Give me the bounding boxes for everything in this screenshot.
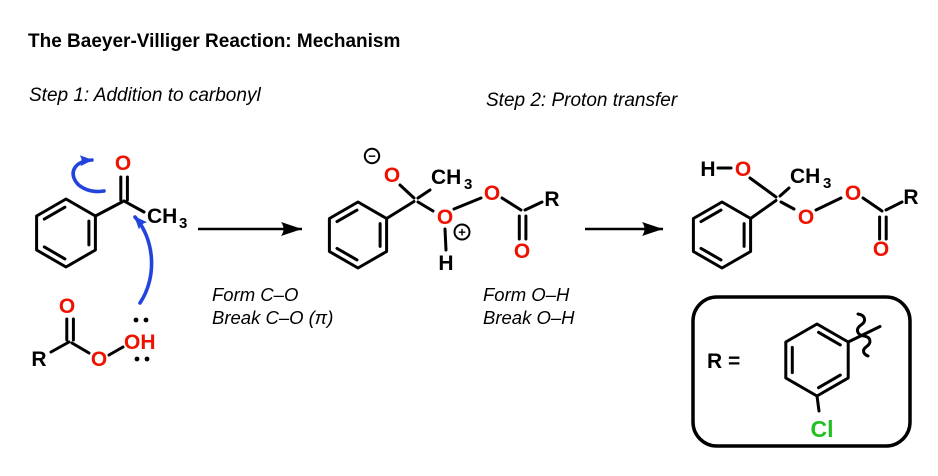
aromatic-inner-bond <box>817 373 842 390</box>
o-h-bond <box>443 227 448 252</box>
aromatic-inner-bond <box>42 205 67 221</box>
minus-charge-circle <box>363 147 381 165</box>
r-group-label: R <box>31 348 46 371</box>
methyl-subscript: 3 <box>464 176 472 193</box>
o-o-bond <box>814 196 843 212</box>
ring-c-bond <box>385 200 416 220</box>
r-group-label: R <box>544 188 559 211</box>
plus-charge-circle <box>453 223 471 241</box>
phenyl-ring <box>327 200 389 270</box>
phenyl-ring <box>35 197 97 269</box>
o-c-bond <box>500 196 523 212</box>
r-c-bond <box>49 340 71 354</box>
proton-label: H <box>438 252 453 275</box>
ester-oxygen-label: O <box>845 182 861 205</box>
o-o-bond <box>107 345 125 357</box>
lone-pair-dot <box>144 356 150 362</box>
legend-box <box>691 295 912 448</box>
c-cl-bond <box>815 394 821 413</box>
plus-charge-sign: + <box>458 225 466 240</box>
pi-electron-curved-arrow <box>71 155 106 194</box>
methyl-label: CH <box>790 165 820 188</box>
lone-pair-dot <box>143 317 149 323</box>
lone-pair-dot <box>133 317 139 323</box>
hydroxyl-oxygen-label: O <box>735 158 751 181</box>
acetophenone-structure: O CH 3 <box>35 152 187 269</box>
ester-oxygen-label: O <box>484 182 500 205</box>
aromatic-inner-bond <box>817 330 842 347</box>
c-oxocarbenium-bond <box>416 200 435 213</box>
peracid-structure: R O O OH <box>31 215 156 371</box>
carbonyl-oxygen-label: O <box>873 238 889 261</box>
phenyl-ring <box>691 200 753 270</box>
alkoxide-oxygen-label: O <box>384 164 400 187</box>
lone-pair-dot <box>134 356 140 362</box>
aromatic-inner-bond <box>335 208 359 224</box>
nucleophilic-attack-curved-arrow <box>133 215 154 305</box>
tetrahedral-intermediate-structure: O − CH 3 O + H O O R <box>327 147 560 275</box>
c-r-bond <box>523 200 544 212</box>
methyl-subscript: 3 <box>823 175 831 192</box>
ring-c-bond <box>749 199 778 220</box>
c-methyl-bond <box>122 199 146 214</box>
attachment-bond <box>846 325 882 344</box>
r-group-label: R <box>903 186 918 209</box>
aromatic-inner-bond <box>699 208 723 224</box>
aromatic-inner-bond <box>42 245 67 261</box>
c-methyl-bond <box>416 188 432 200</box>
step1-label: Step 1: Addition to carbonyl <box>29 85 261 106</box>
r-equals-label: R = <box>707 350 740 373</box>
c-methyl-bond <box>778 186 791 198</box>
c-o-bond <box>70 341 91 355</box>
aromatic-inner-bond <box>699 246 723 262</box>
carbonyl-oxygen-label: O <box>59 295 75 318</box>
carbonyl-oxygen-label: O <box>514 240 530 263</box>
carbonyl-oxygen-label: O <box>115 152 131 175</box>
methyl-label: CH <box>431 166 461 189</box>
wavy-attachment-mark <box>855 312 872 358</box>
chlorophenyl-ring <box>784 322 850 398</box>
step2-label: Step 2: Proton transfer <box>486 90 678 111</box>
hydroxyl-label: OH <box>124 331 156 354</box>
neutral-adduct-structure: H O CH 3 O O O R <box>691 158 919 270</box>
page-title: The Baeyer-Villiger Reaction: Mechanism <box>28 31 400 52</box>
ring-carbonyl-bond <box>93 200 124 218</box>
o-c-bond <box>748 176 778 199</box>
c-alkoxide-bond <box>398 183 416 200</box>
r-group-legend: R = Cl <box>691 295 912 448</box>
aromatic-inner-bond <box>335 246 359 262</box>
step1-form-label: Form C–O <box>212 284 298 305</box>
o-o-bond <box>452 196 483 211</box>
methyl-subscript: 3 <box>179 215 187 232</box>
hydroxyl-proton-label: H <box>700 158 715 181</box>
chlorine-label: Cl <box>811 416 834 442</box>
peroxide-oxygen-label: O <box>798 206 814 229</box>
methyl-label: CH <box>147 205 177 228</box>
step2-break-label: Break O–H <box>483 307 575 328</box>
o-c-bond <box>861 196 884 213</box>
minus-charge-sign: − <box>368 149 376 164</box>
peroxide-oxygen-label: O <box>91 348 107 371</box>
step1-break-label: Break C–O (π) <box>212 307 333 328</box>
c-peroxide-bond <box>779 200 796 211</box>
protonated-oxygen-label: O <box>437 206 453 229</box>
step2-form-label: Form O–H <box>483 284 570 305</box>
c-r-bond <box>884 200 904 212</box>
